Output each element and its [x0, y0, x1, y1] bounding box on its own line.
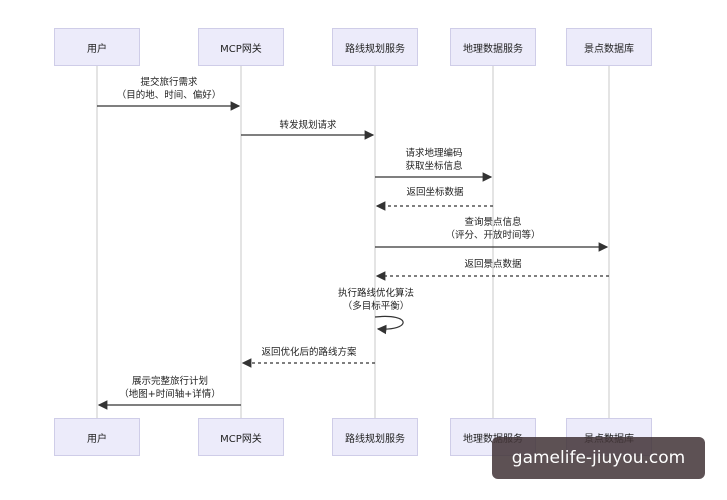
- message-label-return-poi: 返回景点数据: [464, 258, 521, 271]
- message-line-1: 展示完整旅行计划: [131, 376, 209, 387]
- message-line-2: （评分、开放时间等）: [445, 230, 541, 241]
- message-line-2: 获取坐标信息: [405, 161, 463, 172]
- message-line-1: 请求地理编码: [405, 148, 463, 159]
- participant-top-user: 用户: [54, 28, 140, 66]
- message-line-2: （地图+时间轴+详情）: [119, 389, 221, 400]
- message-line-1: 查询景点信息: [464, 217, 522, 228]
- message-line-1: 返回优化后的路线方案: [261, 347, 357, 358]
- participant-bottom-user: 用户: [54, 418, 140, 456]
- participant-top-geo-service: 地理数据服务: [450, 28, 536, 66]
- arrow-self-optimize-loop: [374, 315, 404, 335]
- message-label-show-plan: 展示完整旅行计划 （地图+时间轴+详情）: [119, 375, 220, 401]
- message-label-return-route-plan: 返回优化后的路线方案: [261, 346, 356, 359]
- participant-top-route-service: 路线规划服务: [332, 28, 418, 66]
- message-line-1: 返回坐标数据: [406, 187, 464, 198]
- message-line-1: 转发规划请求: [279, 120, 337, 131]
- participant-bottom-mcp-gateway: MCP网关: [198, 418, 284, 456]
- participant-top-poi-database: 景点数据库: [566, 28, 652, 66]
- message-label-geocode-request: 请求地理编码 获取坐标信息: [405, 147, 462, 173]
- message-line-1: 返回景点数据: [464, 259, 522, 270]
- message-label-return-coordinates: 返回坐标数据: [406, 186, 463, 199]
- message-label-forward-request: 转发规划请求: [279, 119, 336, 132]
- message-line-1: 执行路线优化算法: [337, 288, 415, 299]
- message-line-2: （目的地、时间、偏好）: [116, 90, 222, 101]
- participant-top-mcp-gateway: MCP网关: [198, 28, 284, 66]
- message-line-2: （多目标平衡）: [342, 301, 410, 312]
- message-label-optimize-route: 执行路线优化算法 （多目标平衡）: [338, 287, 414, 313]
- participant-bottom-route-service: 路线规划服务: [332, 418, 418, 456]
- message-label-query-poi: 查询景点信息 （评分、开放时间等）: [445, 216, 540, 242]
- watermark-label: gamelife-jiuyou.com: [492, 437, 705, 479]
- message-label-submit-request: 提交旅行需求 （目的地、时间、偏好）: [117, 76, 222, 102]
- message-line-1: 提交旅行需求: [140, 77, 198, 88]
